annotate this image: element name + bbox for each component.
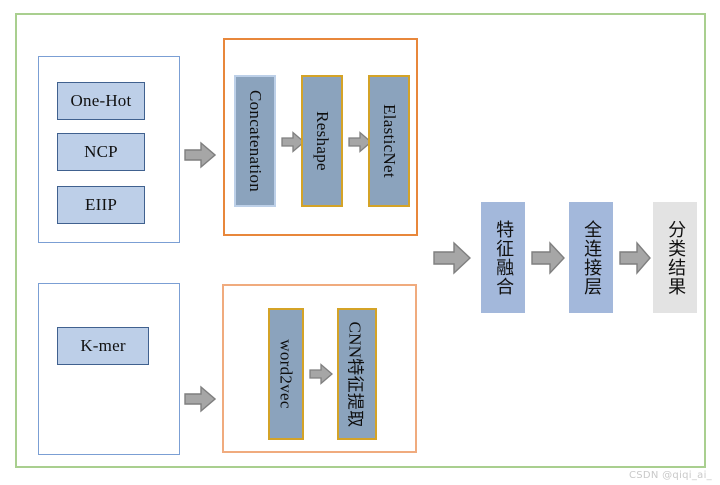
process-box-label: ElasticNet	[380, 104, 399, 178]
arrow-right-icon	[184, 141, 216, 169]
result-box-label: 特征融合	[493, 219, 515, 296]
result-box-fully-connected-layer[interactable]: 全连接层	[569, 202, 613, 313]
input-container-bottom	[38, 283, 180, 455]
process-box-label: CNN特征提取	[345, 321, 365, 427]
feature-box-kmer[interactable]: K-mer	[57, 327, 149, 365]
arrow-right-icon	[433, 241, 471, 275]
feature-box-label: NCP	[84, 142, 118, 161]
arrow-right-icon	[309, 363, 333, 385]
arrow-right-icon	[619, 241, 651, 275]
outer-frame	[15, 13, 706, 468]
feature-box-ncp[interactable]: NCP	[57, 133, 145, 171]
feature-box-eiip[interactable]: EIIP	[57, 186, 145, 224]
process-box-concatenation[interactable]: Concatenation	[234, 75, 276, 207]
result-box-label: 全连接层	[581, 219, 603, 296]
process-box-reshape[interactable]: Reshape	[301, 75, 343, 207]
process-box-label: word2vec	[277, 339, 296, 409]
arrow-right-icon	[348, 131, 372, 153]
process-box-word2vec[interactable]: word2vec	[268, 308, 304, 440]
result-box-classification-result[interactable]: 分类结果	[653, 202, 697, 313]
feature-box-label: One-Hot	[70, 91, 132, 110]
process-box-label: Reshape	[313, 111, 333, 171]
arrow-right-icon	[281, 131, 305, 153]
feature-box-label: K-mer	[80, 336, 126, 355]
result-box-feature-fusion[interactable]: 特征融合	[481, 202, 525, 313]
feature-box-label: EIIP	[85, 195, 117, 214]
process-box-elasticnet[interactable]: ElasticNet	[368, 75, 410, 207]
arrow-right-icon	[184, 385, 216, 413]
result-box-label: 分类结果	[665, 219, 687, 296]
process-box-label: Concatenation	[246, 89, 265, 193]
process-box-cnn-feature-extraction[interactable]: CNN特征提取	[337, 308, 377, 440]
watermark: CSDN @qiqi_ai_	[628, 470, 712, 481]
feature-box-one-hot[interactable]: One-Hot	[57, 82, 145, 120]
module-container-bottom	[222, 284, 417, 453]
arrow-right-icon	[531, 241, 565, 275]
